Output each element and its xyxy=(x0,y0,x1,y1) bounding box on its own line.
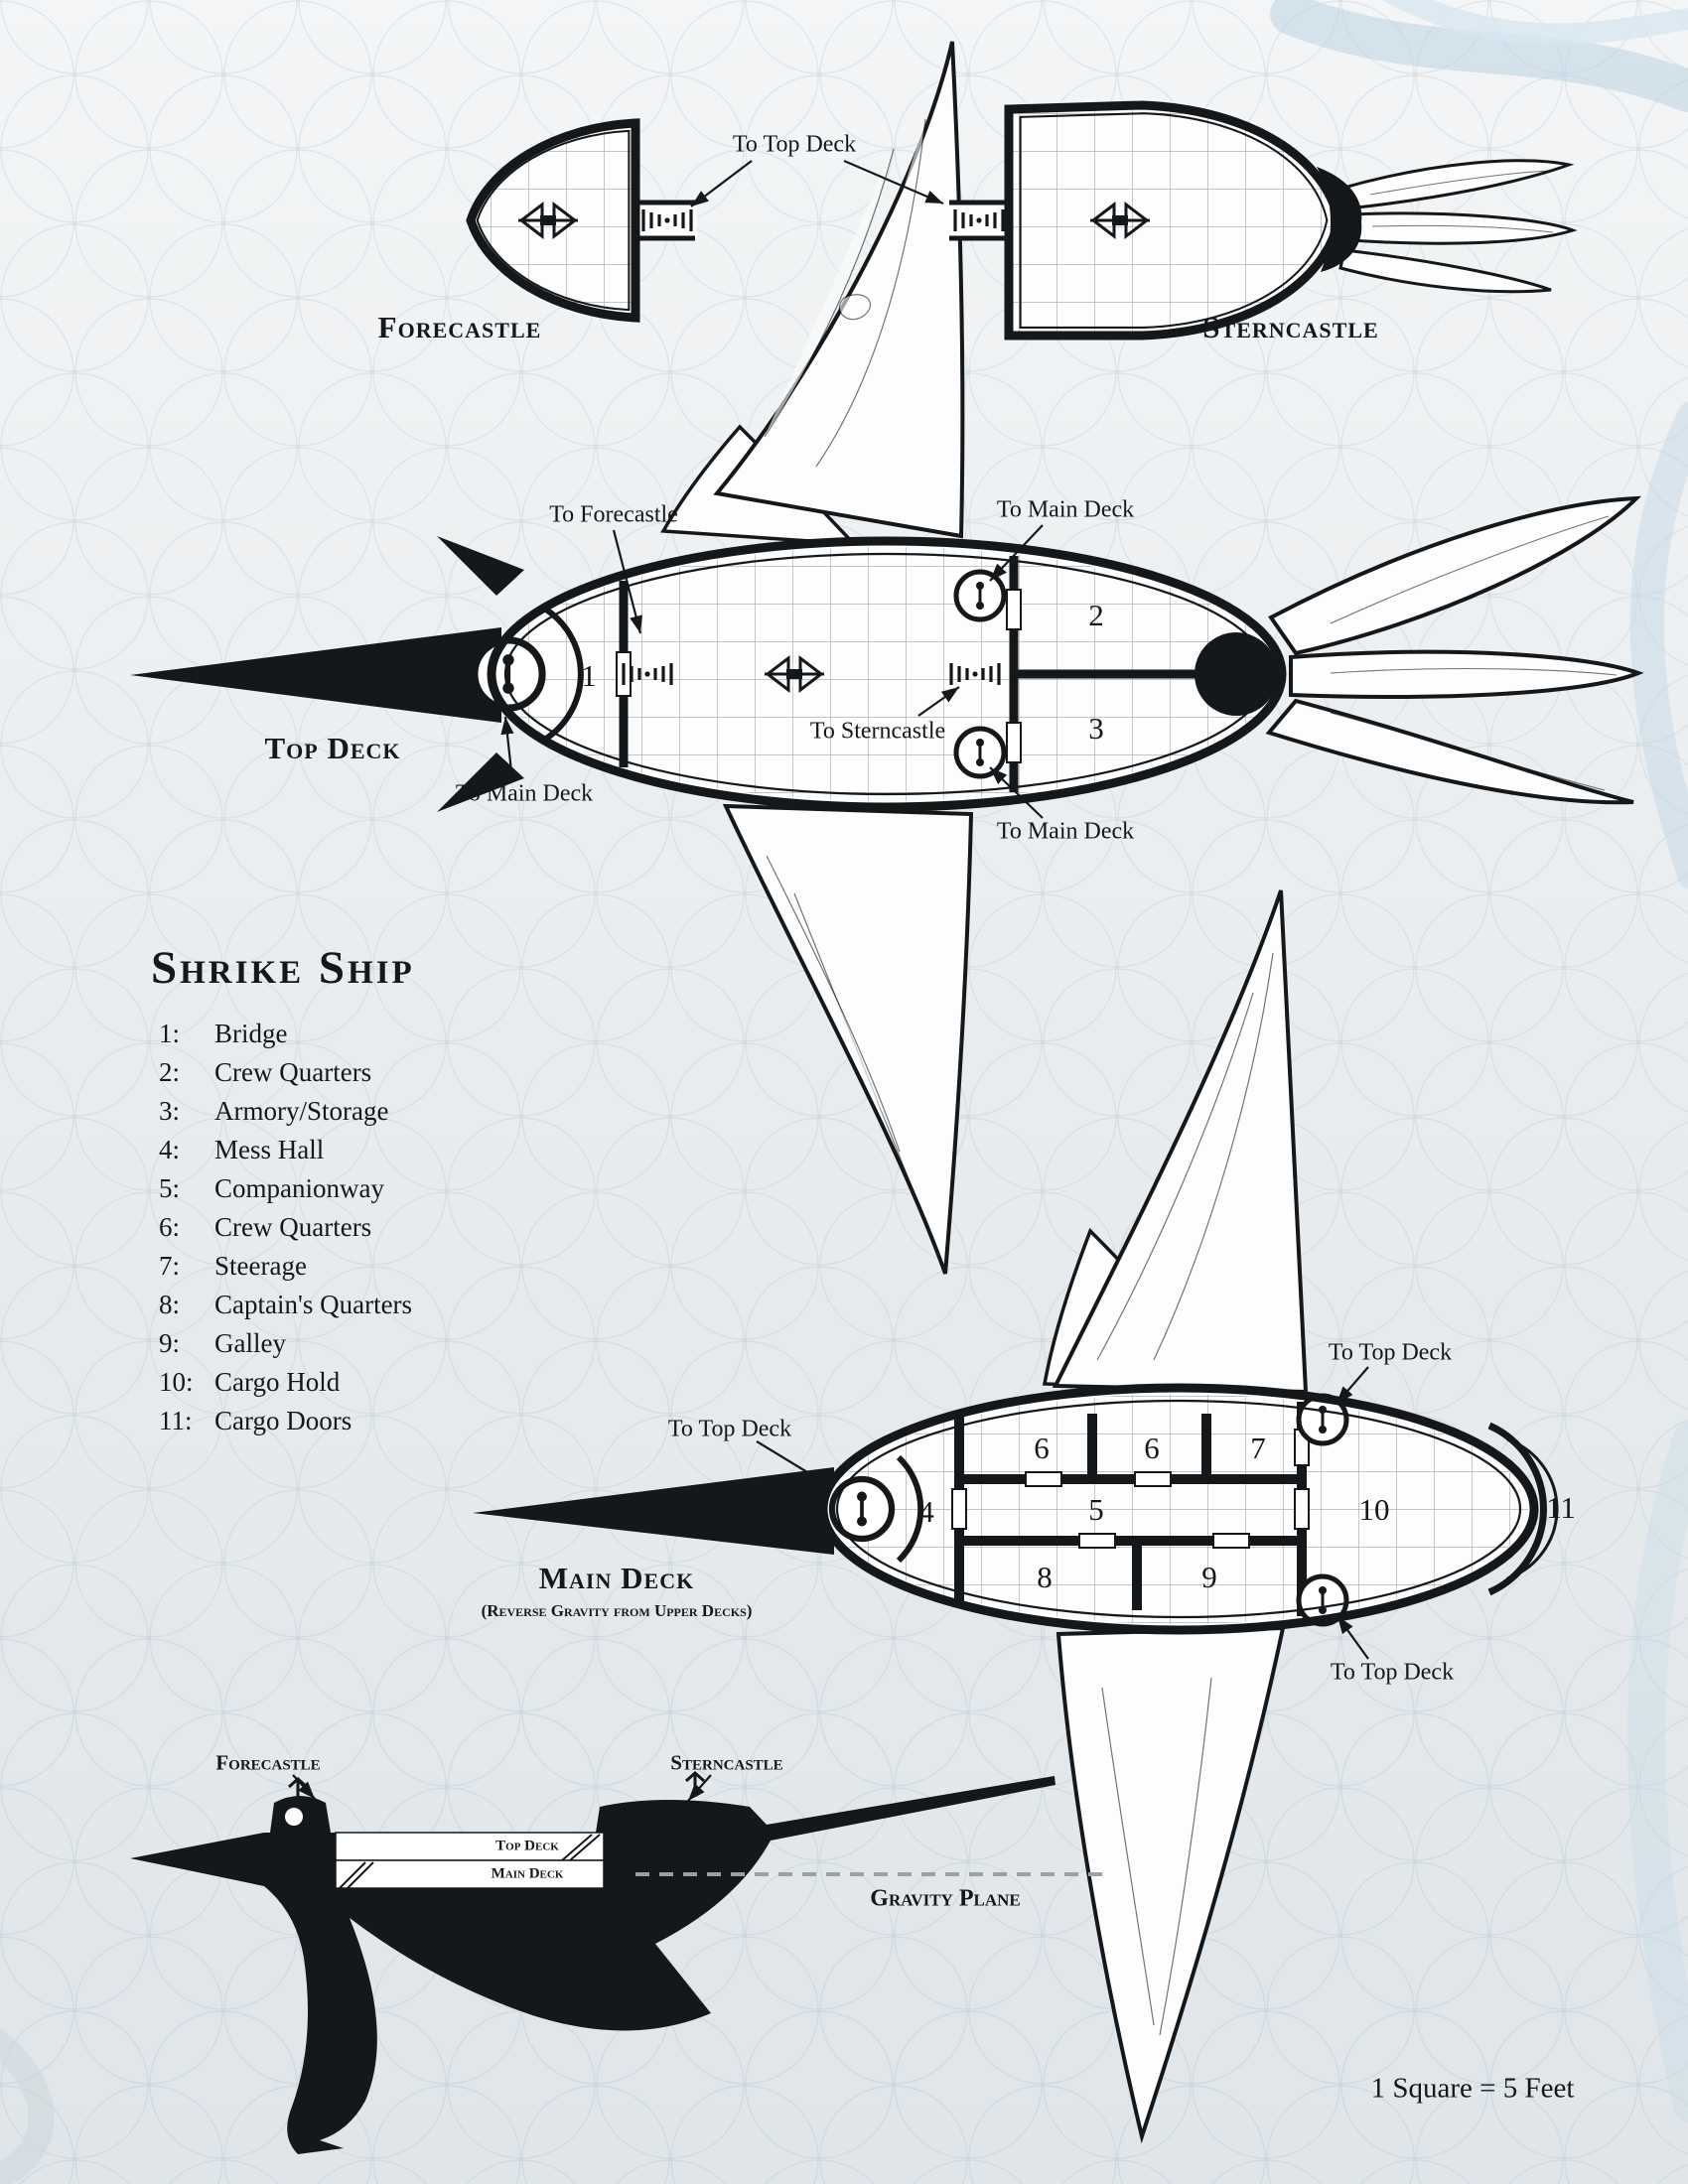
to-sterncastle-label: To Sterncastle xyxy=(809,718,946,745)
ladder-hatch-icon xyxy=(475,640,542,708)
ship-side-profile xyxy=(130,1770,1112,2154)
main-deck-sails xyxy=(1042,889,1309,2144)
to-main-deck-label-top: To Main Deck xyxy=(996,496,1135,523)
profile-forecastle-label: Forecastle xyxy=(215,1750,321,1775)
room-number-6a: 6 xyxy=(1034,1431,1050,1465)
legend-item: 8:Captain's Quarters xyxy=(159,1290,413,1319)
room-number-10: 10 xyxy=(1358,1492,1390,1527)
to-top-deck-label-bottomright: To Top Deck xyxy=(1330,1659,1455,1686)
main-deck-plan xyxy=(473,1383,1559,1635)
legend-item: 2:Crew Quarters xyxy=(159,1057,372,1087)
bowsprit-spike xyxy=(473,1467,834,1555)
room-number-2: 2 xyxy=(1088,598,1104,632)
top-deck-title: Top Deck xyxy=(264,731,401,765)
to-top-deck-label-upper: To Top Deck xyxy=(732,131,857,158)
map-scale-note: 1 Square = 5 Feet xyxy=(1370,2072,1575,2105)
room-number-8: 8 xyxy=(1037,1560,1053,1594)
to-main-deck-label-bow: To Main Deck xyxy=(455,780,594,807)
room-number-4: 4 xyxy=(918,1494,934,1529)
room-number-3: 3 xyxy=(1088,711,1104,746)
room-number-7: 7 xyxy=(1250,1431,1266,1465)
legend-item: 6:Crew Quarters xyxy=(159,1212,372,1242)
ladder-hatch-icon xyxy=(956,729,1004,776)
mast-base xyxy=(1195,632,1278,716)
legend-item: 1:Bridge xyxy=(159,1019,288,1048)
main-deck-subtitle: (Reverse Gravity from Upper Decks) xyxy=(481,1601,753,1620)
profile-top-deck-label: Top Deck xyxy=(495,1838,559,1854)
legend-item: 9:Galley xyxy=(159,1328,286,1358)
sterncastle-title: Sterncastle xyxy=(1202,310,1379,344)
to-top-deck-label-topright: To Top Deck xyxy=(1328,1339,1453,1366)
room-number-9: 9 xyxy=(1201,1560,1217,1594)
legend-item: 11:Cargo Doors xyxy=(159,1406,352,1435)
top-deck-tail-fins xyxy=(1265,495,1644,805)
legend-item: 3:Armory/Storage xyxy=(159,1096,389,1126)
annotation-lines xyxy=(292,159,1369,1802)
legend-item: 7:Steerage xyxy=(159,1251,307,1281)
sterncastle-plan xyxy=(947,100,1578,341)
top-deck-plan xyxy=(130,495,1644,812)
room-number-1: 1 xyxy=(581,658,597,693)
legend-item: 10:Cargo Hold xyxy=(159,1367,341,1397)
bowsprit-spike xyxy=(130,627,501,723)
room-legend: 1:Bridge 2:Crew Quarters 3:Armory/Storag… xyxy=(159,1015,412,1440)
forecastle-title: Forecastle xyxy=(377,310,542,344)
page-title: Shrike Ship xyxy=(151,942,415,994)
ladder-hatch-icon xyxy=(832,1479,892,1539)
top-deck-sails xyxy=(660,41,974,1275)
main-deck-title: Main Deck xyxy=(538,1561,695,1595)
to-forecastle-label: To Forecastle xyxy=(549,501,678,528)
legend-item: 4:Mess Hall xyxy=(159,1135,325,1164)
to-top-deck-label-bow: To Top Deck xyxy=(667,1416,792,1442)
gravity-plane-label: Gravity Plane xyxy=(870,1885,1021,1912)
profile-main-deck-label: Main Deck xyxy=(491,1865,564,1882)
ladder-hatch-icon xyxy=(956,572,1004,619)
room-number-11: 11 xyxy=(1546,1490,1576,1525)
legend-item: 5:Companionway xyxy=(159,1173,384,1203)
to-main-deck-label-bottom: To Main Deck xyxy=(996,818,1135,845)
profile-sterncastle-label: Sterncastle xyxy=(670,1750,783,1775)
sterncastle-tail-fins xyxy=(1337,159,1578,294)
room-number-5: 5 xyxy=(1088,1492,1104,1527)
room-number-6b: 6 xyxy=(1144,1431,1160,1465)
